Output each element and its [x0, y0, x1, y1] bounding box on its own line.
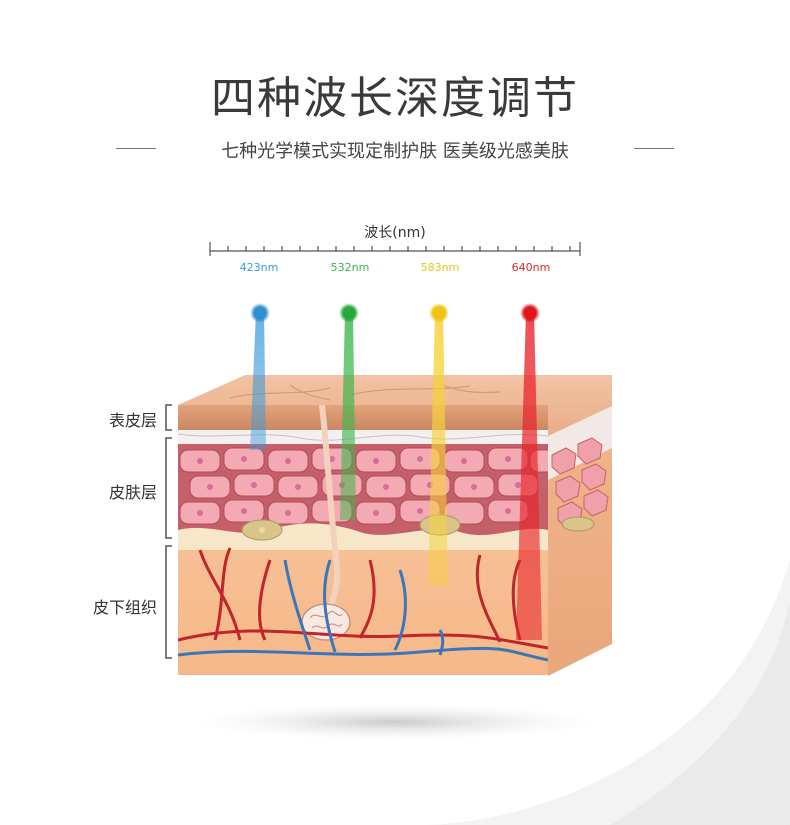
basal-band [178, 430, 548, 444]
side-gland [562, 517, 594, 531]
light-dot-640 [520, 303, 540, 323]
light-dot-423 [250, 303, 270, 323]
diagram-shadow [195, 704, 595, 740]
block-front-face [178, 405, 560, 675]
wavelength-ruler [210, 242, 580, 256]
layer-brackets [166, 405, 172, 658]
light-source-dots [250, 303, 540, 323]
light-dot-583 [429, 303, 449, 323]
light-dot-532 [339, 303, 359, 323]
dermis-cells [180, 448, 560, 524]
epidermis-band [178, 405, 548, 430]
